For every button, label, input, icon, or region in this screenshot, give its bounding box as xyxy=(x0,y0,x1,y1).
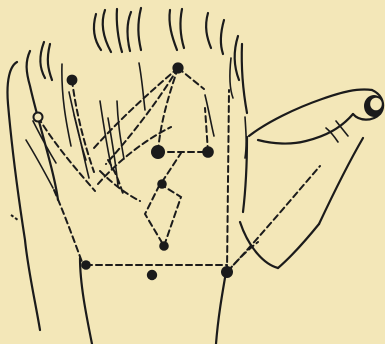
point-base-middle xyxy=(147,270,157,280)
point-jupiter xyxy=(67,75,78,86)
point-center-right xyxy=(202,146,214,158)
hand-outline xyxy=(7,8,383,344)
point-base-left xyxy=(81,260,91,270)
point-center-left xyxy=(151,145,165,159)
palm-points xyxy=(67,62,233,280)
left-mark xyxy=(11,215,18,220)
thumb-nail xyxy=(364,95,384,117)
point-base-right xyxy=(221,266,233,278)
point-diamond-top xyxy=(157,179,167,189)
palm-dashed-lines xyxy=(38,68,320,272)
point-left-edge xyxy=(34,113,43,122)
point-diamond-bottom xyxy=(159,241,169,251)
point-saturn xyxy=(172,62,183,73)
